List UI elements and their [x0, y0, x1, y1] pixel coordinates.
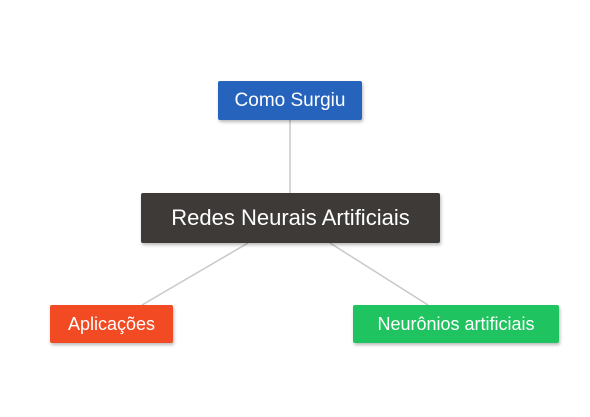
- node-aplicacoes-label: Aplicações: [67, 313, 156, 334]
- connector-central-to-neuronios: [329, 242, 429, 306]
- node-como-surgiu[interactable]: Como Surgiu: [218, 81, 362, 120]
- node-como-surgiu-label: Como Surgiu: [234, 89, 346, 111]
- central-topic-label: Redes Neurais Artificiais: [171, 205, 410, 230]
- node-neuronios-label: Neurônios artificiais: [377, 313, 535, 334]
- connector-central-to-aplicacoes: [141, 242, 249, 306]
- node-aplicacoes[interactable]: Aplicações: [50, 305, 173, 343]
- node-central-topic[interactable]: Redes Neurais Artificiais: [141, 193, 440, 243]
- node-neuronios-artificiais[interactable]: Neurônios artificiais: [353, 305, 559, 343]
